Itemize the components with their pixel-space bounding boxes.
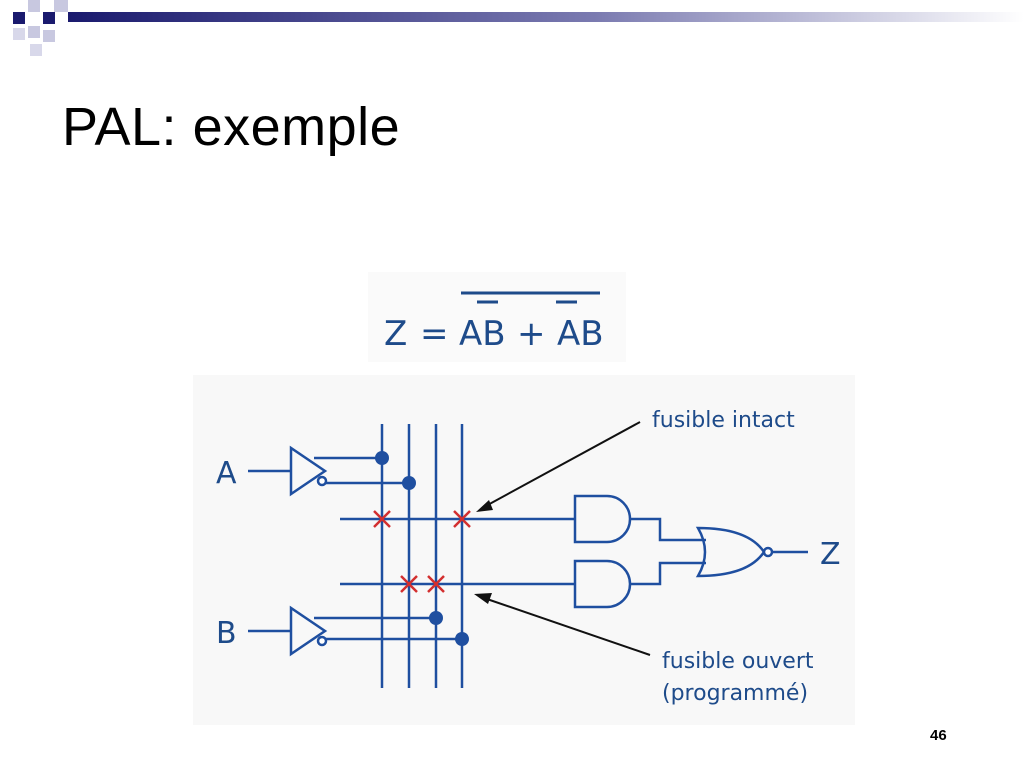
- and-2-output-wire: [630, 561, 706, 586]
- nor-inversion-bubble: [762, 546, 774, 558]
- fuse-cross: [373, 510, 391, 528]
- equation-plus: +: [517, 314, 546, 354]
- fuse-intact-label: fusible intact: [652, 408, 795, 433]
- circuit-panel: [193, 375, 855, 725]
- intact-fuse-dot: [455, 632, 469, 646]
- fuse-cross: [427, 575, 445, 593]
- slide-title: PAL: exemple: [62, 97, 401, 157]
- page-number: 46: [930, 727, 947, 744]
- fuse-cross: [400, 575, 418, 593]
- input-b-buffer: [289, 605, 328, 657]
- arrow-to-open-fuse: [474, 593, 651, 656]
- intact-fuse-dot: [429, 611, 443, 625]
- and-1-output-wire: [630, 517, 706, 542]
- fuse-open-label-sub: (programmé): [662, 681, 808, 706]
- input-a-label: A: [216, 456, 237, 491]
- equation-output: Z: [384, 314, 407, 354]
- intact-fuse-dot: [402, 476, 416, 490]
- equation-term-1: AB: [459, 314, 506, 354]
- equation-panel: [368, 272, 626, 362]
- intact-fuse-dot: [375, 451, 389, 465]
- and-gate-1: [573, 494, 632, 544]
- fuse-open-label: fusible ouvert: [662, 649, 814, 674]
- input-b-label: B: [216, 616, 237, 651]
- and-gate-2: [573, 559, 632, 609]
- header-decoration: [13, 0, 1024, 56]
- input-a-inversion-bubble: [316, 475, 328, 487]
- equation-equals: =: [420, 314, 449, 354]
- nor-gate: [695, 526, 766, 578]
- equation: Z = AB + AB: [384, 291, 604, 354]
- input-a-buffer: [289, 445, 328, 497]
- fuse-cross: [453, 510, 471, 528]
- output-z-label: Z: [820, 537, 841, 572]
- arrow-to-intact-fuse: [476, 421, 641, 512]
- equation-term-2: AB: [557, 314, 604, 354]
- input-b-inversion-bubble: [316, 635, 328, 647]
